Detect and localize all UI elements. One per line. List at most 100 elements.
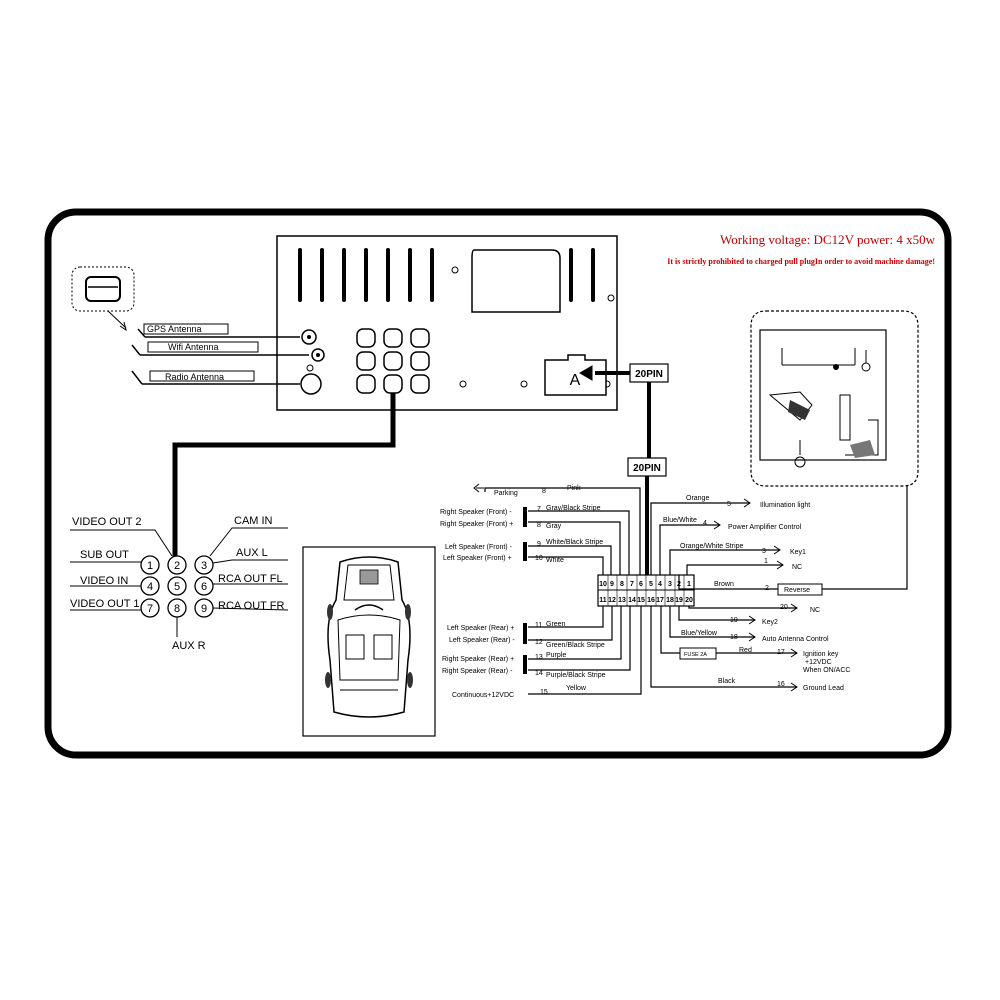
rear-port-grid [356,328,430,394]
left-wire-labels: Parking 8 Pink Right Speaker (Front) - 7… [440,485,606,699]
rca-out-fr-label: RCA OUT FR [218,600,284,612]
svg-text:Brown: Brown [714,581,734,588]
svg-text:20PIN: 20PIN [633,463,661,474]
radio-antenna-label: Radio Antenna [165,372,224,382]
svg-text:+12VDC: +12VDC [805,659,832,666]
svg-text:20: 20 [780,604,788,611]
svg-text:Auto Antenna Control: Auto Antenna Control [762,636,829,643]
svg-text:Power Amplifier Control: Power Amplifier Control [728,524,802,531]
svg-text:7: 7 [630,581,634,588]
svg-text:FUSE 2A: FUSE 2A [684,652,707,658]
video-out-1-label: VIDEO OUT 1 [70,598,139,610]
svg-text:3: 3 [668,581,672,588]
svg-text:20: 20 [685,597,693,604]
svg-text:Left Speaker (Front) +: Left Speaker (Front) + [443,555,512,562]
svg-text:Right Speaker (Rear) -: Right Speaker (Rear) - [442,668,513,675]
svg-text:Right Speaker (Front) +: Right Speaker (Front) + [440,521,513,528]
svg-text:Left Speaker (Rear) -: Left Speaker (Rear) - [449,637,515,644]
svg-text:Gray/Black Stripe: Gray/Black Stripe [546,505,601,512]
svg-text:Illumination light: Illumination light [760,502,810,509]
video-out-2-label: VIDEO OUT 2 [72,516,141,528]
svg-text:14: 14 [535,670,543,677]
svg-text:6: 6 [639,581,643,588]
svg-text:18: 18 [730,634,738,641]
svg-text:18: 18 [666,597,674,604]
svg-text:Yellow: Yellow [566,685,587,692]
svg-text:16: 16 [647,597,655,604]
reverse-camera-inset [750,310,919,487]
svg-text:9: 9 [537,541,541,548]
av-pin-2 [167,555,187,575]
svg-text:15: 15 [540,689,548,696]
display-window [471,249,561,313]
head-unit-panel: A [276,235,618,411]
svg-text:Red: Red [739,647,752,654]
svg-text:8: 8 [542,488,546,495]
vent-slots [298,248,595,302]
svg-text:8: 8 [620,581,624,588]
svg-text:Ignition key: Ignition key [803,651,839,658]
av-pin-5 [167,576,187,596]
left-wiring [484,487,642,695]
gps-module-icon [71,266,135,332]
diagram-frame [44,208,952,759]
av-connector: 1 2 3 4 5 6 7 8 9 VIDEO OUT 2 CAM IN SUB… [70,515,289,652]
fuse-box [679,647,717,660]
wifi-antenna-label: Wifi Antenna [168,342,219,352]
svg-text:19: 19 [675,597,683,604]
svg-text:Right Speaker (Front) -: Right Speaker (Front) - [440,509,512,516]
av-cable [172,393,396,560]
svg-text:Pink: Pink [567,485,581,492]
connector-a: A [544,354,607,396]
svg-text:8: 8 [174,603,180,615]
svg-text:A: A [570,372,581,389]
svg-text:5: 5 [174,581,180,593]
antenna-label-boxes [143,323,259,382]
pin-labels: 20PIN 20PIN [627,363,669,477]
svg-text:Key2: Key2 [762,619,778,626]
speaker-icons [523,507,527,674]
svg-text:1: 1 [687,581,691,588]
working-voltage-text: Working voltage: DC12V power: 4 x50w [720,232,936,247]
aux-r-label: AUX R [172,640,206,652]
svg-text:Left Speaker (Front) -: Left Speaker (Front) - [445,544,513,551]
svg-text:When ON/ACC: When ON/ACC [803,667,850,674]
svg-text:11: 11 [599,597,607,604]
svg-text:3: 3 [201,560,207,572]
right-wire-labels: Orange 5 Illumination light Blue/White 4… [663,495,850,692]
right-wire-arrows [713,498,798,692]
svg-text:10: 10 [535,555,543,562]
svg-text:5: 5 [649,581,653,588]
svg-text:9: 9 [201,603,207,615]
svg-text:12: 12 [535,639,543,646]
rca-out-fl-label: RCA OUT FL [218,573,283,585]
svg-text:7: 7 [537,506,541,513]
svg-text:White: White [546,557,564,564]
pin-cables [579,365,651,575]
video-in-label: VIDEO IN [80,575,128,587]
svg-text:Blue/White: Blue/White [663,517,697,524]
svg-text:20PIN: 20PIN [635,369,663,380]
svg-text:10: 10 [599,581,607,588]
cam-in-label: CAM IN [234,515,273,527]
sub-out-label: SUB OUT [80,549,129,561]
svg-text:15: 15 [637,597,645,604]
svg-text:Continuous+12VDC: Continuous+12VDC [452,692,514,699]
svg-text:8: 8 [537,522,541,529]
svg-text:19: 19 [730,617,738,624]
car-illustration [302,546,436,737]
svg-text:Orange: Orange [686,495,709,502]
svg-text:Gray: Gray [546,523,562,530]
svg-text:Right Speaker (Rear) +: Right Speaker (Rear) + [442,656,514,663]
right-wiring [650,486,908,688]
reverse-box [777,583,823,596]
svg-text:14: 14 [628,597,636,604]
svg-text:Parking: Parking [494,490,518,497]
svg-text:Left Speaker (Rear) +: Left Speaker (Rear) + [447,625,515,632]
svg-text:Green/Black Stripe: Green/Black Stripe [546,642,605,649]
svg-text:Blue/Yellow: Blue/Yellow [681,630,718,637]
av-pin-6 [194,576,214,596]
svg-text:White/Black Stripe: White/Black Stripe [546,539,603,546]
svg-text:13: 13 [618,597,626,604]
